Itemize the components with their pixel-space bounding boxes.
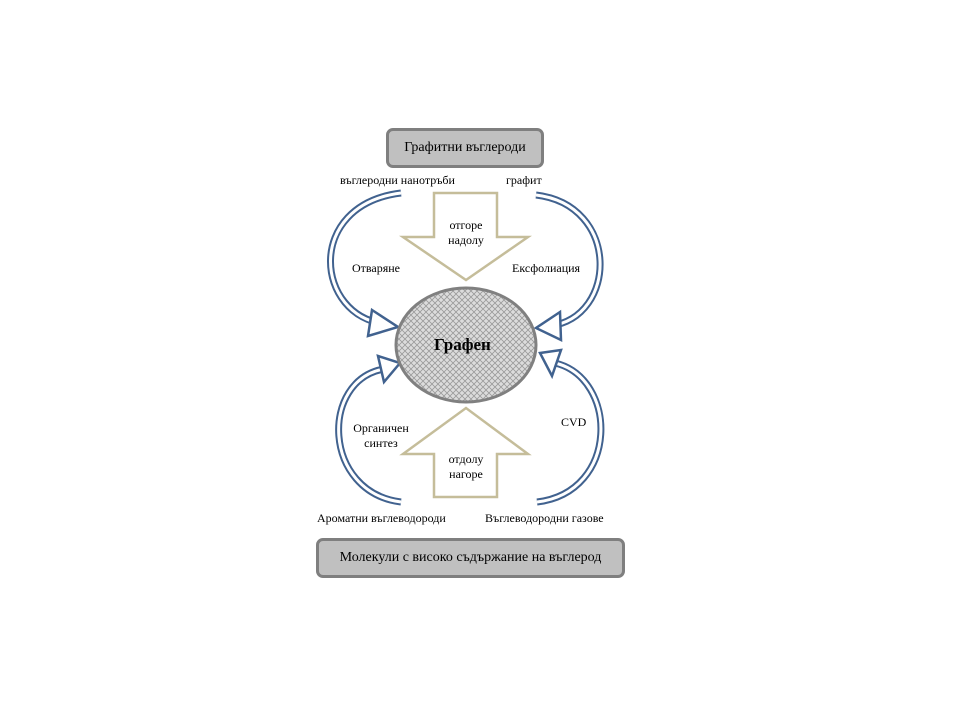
exfoliation-label: Ексфолиация [512,261,581,275]
hydrocarbon-gases-label: Въглеводородни газове [485,511,604,525]
carbon-nanotubes-label: въглеродни нанотръби [340,173,455,187]
bottom-up-line1: отдолу [448,452,484,466]
graphene-label: Графен [434,335,491,354]
aromatic-hydrocarbons-label: Ароматни въглеводороди [317,511,446,525]
top-down-label: отгоре надолу [436,218,496,248]
top-down-line1: отгоре [449,218,483,232]
top-down-arrow [398,191,532,282]
top-down-line2: надолу [448,233,484,247]
organic-synthesis-line2: синтез [364,436,398,450]
high-carbon-molecules-label: Молекули с високо съдържание на въглерод [339,550,602,565]
curved-arrow-opening [327,189,402,338]
graphite-label: графит [506,173,542,187]
cvd-label: CVD [561,415,587,429]
bottom-up-line2: нагоре [449,467,483,481]
bottom-up-label: отдолу нагоре [436,452,496,482]
bottom-up-arrow [399,406,532,499]
graphitic-carbons-label: Графитни въглероди [404,140,526,155]
opening-label: Отваряне [352,261,401,275]
graphene-hub [394,286,538,404]
graphitic-carbons-box: Графитни въглероди [386,128,544,168]
curved-arrow-organic-synthesis [335,354,403,506]
curved-arrow-exfoliation [533,191,604,343]
curved-arrow-cvd [536,348,605,506]
high-carbon-molecules-box: Молекули с високо съдържание на въглерод [316,538,625,578]
organic-synthesis-label: Органичен синтез [346,421,416,451]
organic-synthesis-line1: Органичен [353,421,409,435]
